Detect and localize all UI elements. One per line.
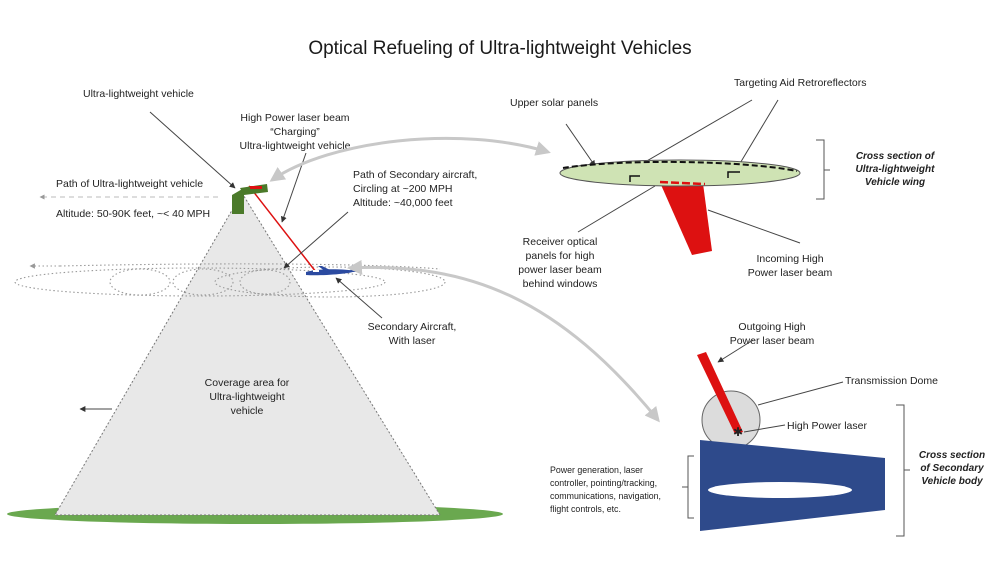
ultra-lightweight-vehicle <box>232 184 268 214</box>
body-bracket <box>896 404 910 537</box>
outgoing-label-1: Outgoing High <box>738 321 805 333</box>
body-section-label-1: Cross section <box>919 450 985 461</box>
power-label-3: communications, navigation, <box>550 491 661 501</box>
outgoing-label-2: Power laser beam <box>730 335 815 347</box>
coverage-label-1: Coverage area for <box>205 377 290 389</box>
laser-pointer <box>743 424 786 433</box>
incoming-label-1: Incoming High <box>756 253 823 265</box>
laser-beam <box>248 185 317 273</box>
dome-pointer <box>757 381 844 406</box>
beam-label-2: “Charging” <box>270 126 320 138</box>
wing-connector-arrow <box>269 136 551 182</box>
retroreflector-left <box>629 175 640 182</box>
sec-path-label-2: Circling at ~200 MPH <box>353 183 453 195</box>
receiver-pointer <box>577 185 656 233</box>
page-title: Optical Refueling of Ultra-lightweight V… <box>308 38 691 59</box>
upper-solar-pointer <box>565 123 596 167</box>
incoming-pointer <box>707 209 801 244</box>
retroreflector-right <box>727 171 740 178</box>
wing-section-label-2: Ultra-lightweight <box>856 164 936 175</box>
sec-path-label-3: Altitude: ~40,000 feet <box>353 197 453 209</box>
wing-bracket <box>816 139 830 200</box>
receiver-label-3: power laser beam <box>518 264 602 276</box>
coverage-cone <box>54 192 441 516</box>
laser-source-icon: ✱ <box>733 425 743 439</box>
ulv-path-label: Path of Ultra-lightweight vehicle <box>56 178 203 190</box>
sec-aircraft-label-1: Secondary Aircraft, <box>368 321 457 333</box>
receiver-label-2: panels for high <box>526 250 595 262</box>
dome-label: Transmission Dome <box>845 375 938 387</box>
receiver-label-1: Receiver optical <box>523 236 598 248</box>
wing-section-label-3: Vehicle wing <box>865 177 925 188</box>
power-bracket <box>682 455 694 519</box>
incoming-laser-beam <box>658 176 712 255</box>
receiver-panels <box>659 180 706 186</box>
body-section-label-3: Vehicle body <box>921 476 983 487</box>
beam-label-1: High Power laser beam <box>240 112 349 124</box>
retro-label: Targeting Aid Retroreflectors <box>734 77 866 89</box>
ulv-pointer <box>149 111 236 189</box>
ulv-altitude-label: Altitude: 50-90K feet, ~< 40 MPH <box>56 208 210 220</box>
coverage-label-2: Ultra-lightweight <box>209 391 284 403</box>
wing-cross-section <box>559 159 801 187</box>
power-label-4: flight controls, etc. <box>550 504 621 514</box>
wing-section-label-1: Cross section of <box>856 151 936 162</box>
laser-label: High Power laser <box>787 420 867 432</box>
sec-aircraft-pointer <box>335 277 383 319</box>
power-label-1: Power generation, laser <box>550 465 643 475</box>
outgoing-pointer <box>717 339 754 363</box>
beam-label-3: Ultra-lightweight vehicle <box>240 140 351 152</box>
retro-pointer-1 <box>632 99 753 170</box>
power-label-2: controller, pointing/tracking, <box>550 478 657 488</box>
body-section-label-2: of Secondary <box>920 463 984 474</box>
receiver-label-4: behind windows <box>523 278 598 290</box>
sec-path-pointer <box>283 211 349 269</box>
sec-aircraft-label-2: With laser <box>389 335 436 347</box>
upper-solar-label: Upper solar panels <box>510 97 598 109</box>
body-connector-arrow <box>347 259 660 423</box>
ulv-label: Ultra-lightweight vehicle <box>83 88 194 100</box>
outgoing-laser-beam <box>697 352 743 434</box>
upper-solar-panels <box>562 160 798 172</box>
body-window <box>708 482 852 498</box>
coverage-label-3: vehicle <box>231 405 264 417</box>
incoming-label-2: Power laser beam <box>748 267 833 279</box>
sec-path-label-1: Path of Secondary aircraft, <box>353 169 477 181</box>
